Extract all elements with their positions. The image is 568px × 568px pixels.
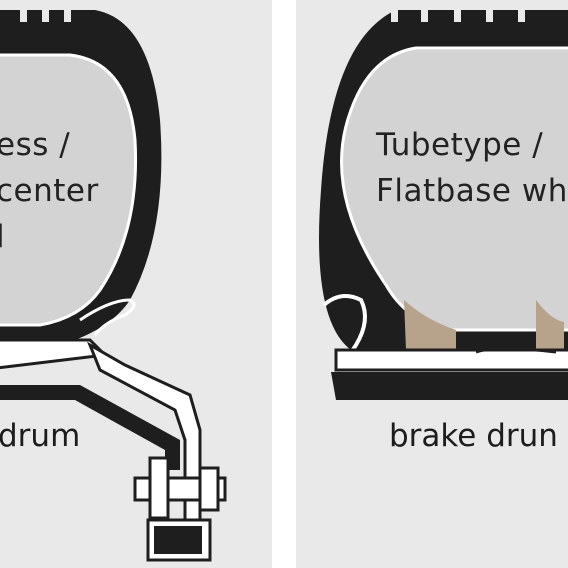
tread-notch <box>391 6 398 22</box>
tread-notch <box>421 6 428 22</box>
tire-inner-chamber <box>0 53 138 327</box>
tire-label-line-2: Flatbase wh <box>376 173 568 209</box>
hub-flange <box>0 385 180 470</box>
tire-label-line-2: center <box>0 173 99 209</box>
tread-notch <box>486 6 493 22</box>
tire-label-line-1: Tubetype / <box>376 127 544 163</box>
panel-caption: brake drun <box>389 418 558 454</box>
tire-label-line-1: ess / <box>0 127 71 163</box>
wheel-rim <box>334 348 568 372</box>
rim-flange <box>322 294 367 362</box>
tubetype-flatbase-panel: Tubetype / Flatbase wh brake drun <box>296 0 568 568</box>
panel-caption: drum <box>0 418 81 454</box>
rim-base <box>331 372 568 400</box>
hub-base-fill <box>154 526 202 554</box>
bolt-nut <box>198 466 220 512</box>
lock-ring <box>475 347 557 354</box>
bead-filler <box>404 300 456 350</box>
tubetype-tire-drawing <box>319 6 568 400</box>
tubeless-tire-drawing <box>0 8 227 562</box>
tread-notch <box>64 8 71 22</box>
wheel-disc <box>87 341 202 542</box>
bead-filler <box>536 300 564 350</box>
tread-notch <box>454 6 461 22</box>
bolt-nut <box>148 456 170 520</box>
tire-label-line-3: l <box>0 219 6 255</box>
tread-notch <box>42 8 49 22</box>
tread-notch <box>518 6 525 22</box>
tubeless-dropcenter-panel: ess / center l drum <box>0 0 272 568</box>
tire-bead <box>79 298 136 336</box>
tread-notch <box>20 8 27 22</box>
